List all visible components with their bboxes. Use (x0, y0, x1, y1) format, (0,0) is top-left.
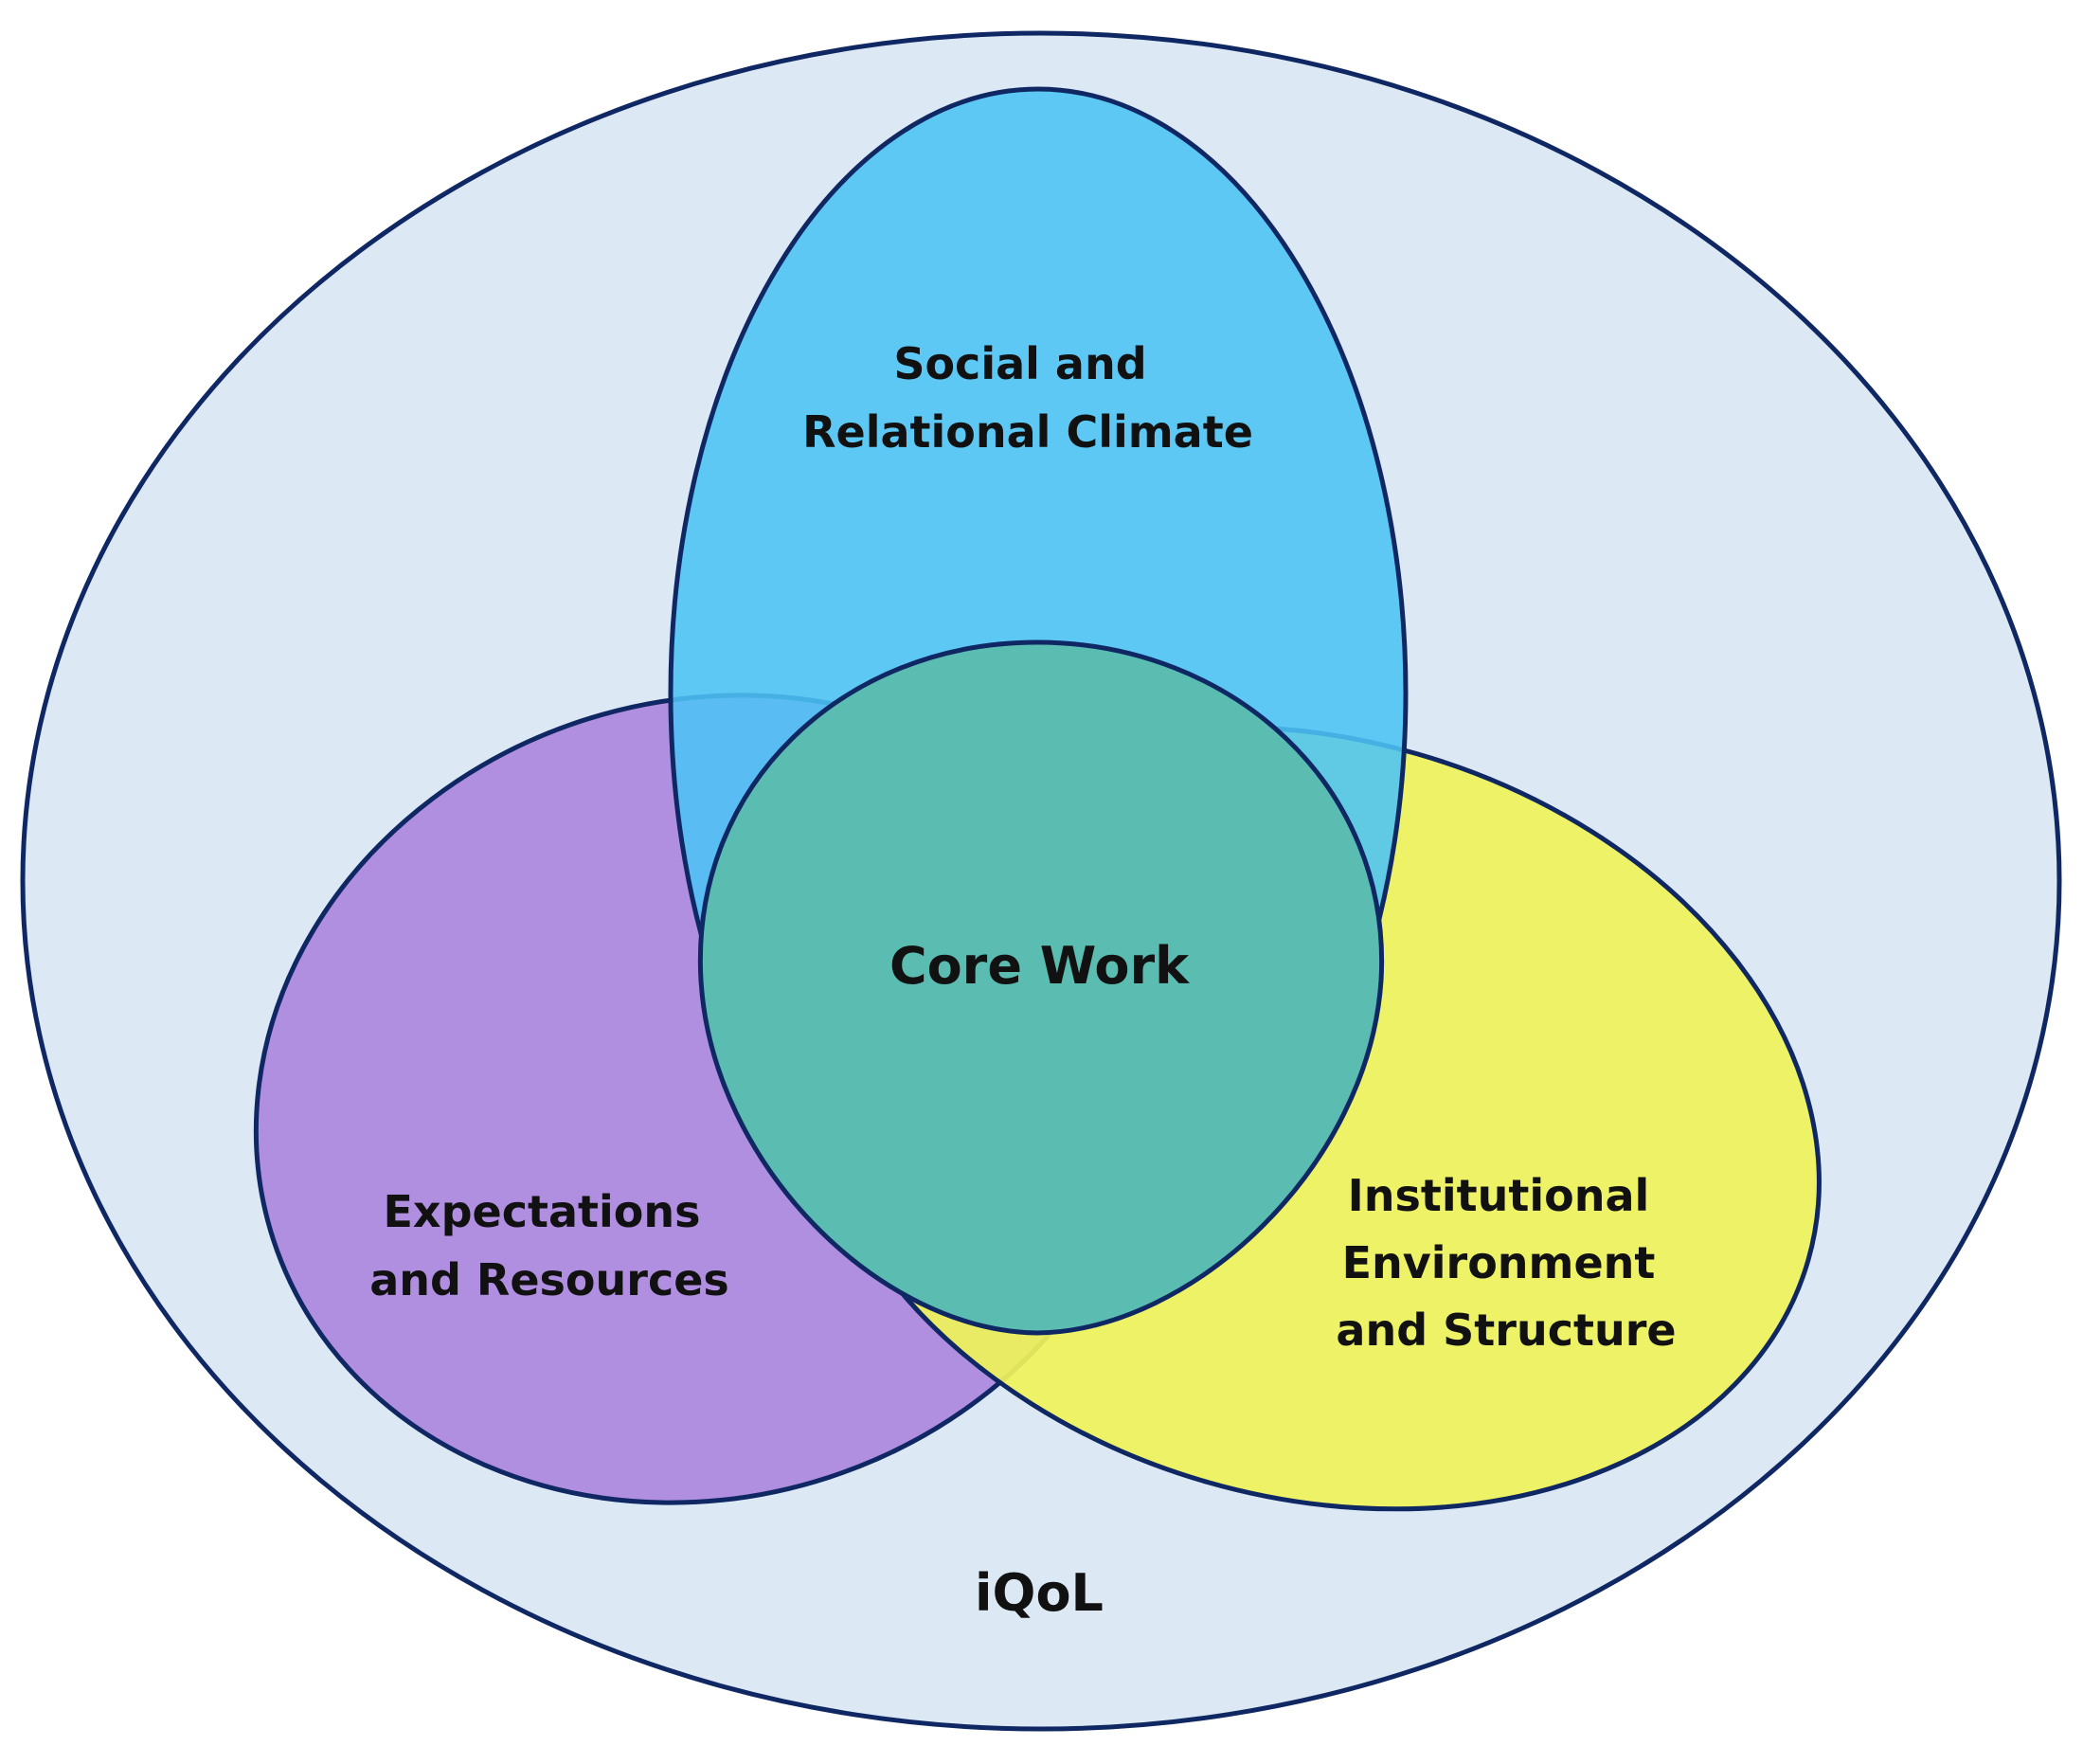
core-work-shape (697, 639, 1385, 1336)
expectations-label-line1: Expectations (383, 1186, 700, 1237)
social-label: Social and Relational Climate (802, 338, 1253, 458)
social-label-line2: Relational Climate (802, 406, 1253, 458)
institutional-label-line2: Environment (1342, 1237, 1656, 1288)
expectations-label: Expectations and Resources (369, 1186, 729, 1305)
institutional-label: Institutional Environment and Structure (1336, 1170, 1676, 1356)
iqol-label: iQoL (975, 1563, 1104, 1623)
institutional-label-line3: and Structure (1336, 1305, 1676, 1356)
social-label-line1: Social and (893, 338, 1146, 389)
expectations-label-line2: and Resources (369, 1254, 729, 1305)
institutional-label-line1: Institutional (1348, 1170, 1650, 1221)
core-work-label: Core Work (889, 936, 1190, 996)
